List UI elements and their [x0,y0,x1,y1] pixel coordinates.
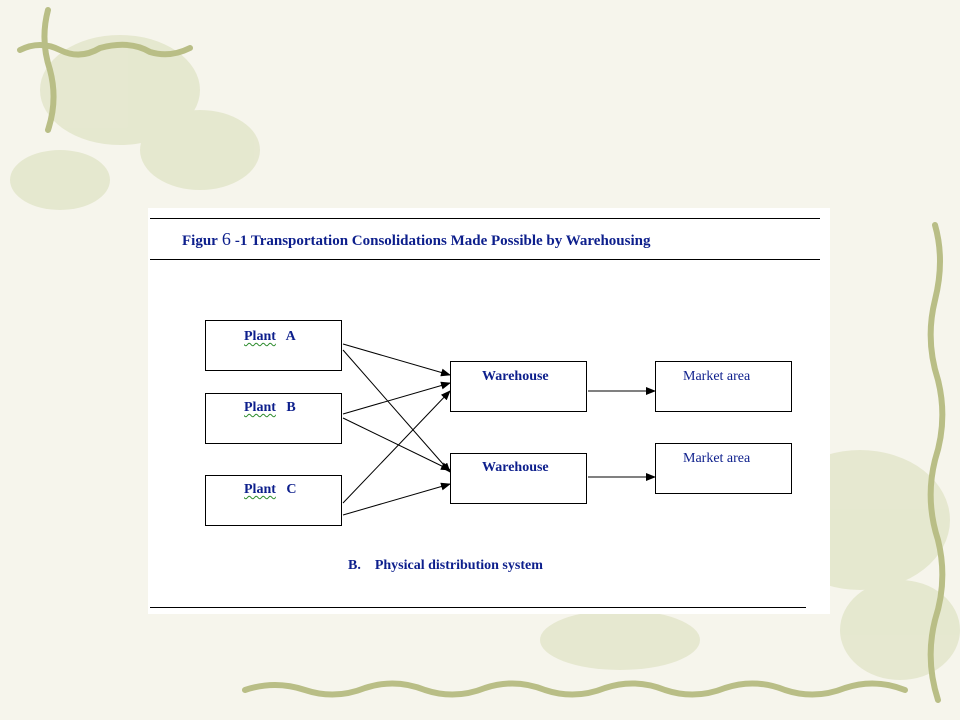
figure-title-prefix: Figur [182,233,218,249]
plant-a-letter: A [285,329,296,344]
market-top-label: Market area [683,369,751,384]
warehouse-top-label: Warehouse [482,369,549,384]
plant-b-label: Plant B [244,400,296,416]
plant-b-word: Plant [244,400,276,415]
warehouse-bottom-label: Warehouse [482,460,549,475]
plant-c-word: Plant [244,482,276,497]
warehouse-bottom-box [450,453,587,504]
plant-a-word: Plant [244,329,276,344]
plant-a-box [205,320,342,371]
plant-c-letter: C [286,482,297,497]
bottom-rule [150,607,806,608]
plant-c-box [205,475,342,526]
title-underline-rule [150,259,820,260]
caption-text: Physical distribution system [374,558,543,573]
plant-b-letter: B [286,400,296,415]
figure-title-rest: -1 Transportation Consolidations Made Po… [234,233,651,249]
warehouse-top-box [450,361,587,412]
figure-caption: B. Physical distribution system [348,558,543,574]
plant-c-label: Plant C [244,482,297,498]
caption-letter: B. [348,558,361,573]
plant-b-box [205,393,342,444]
top-rule [150,218,820,219]
market-bottom-label: Market area [683,451,751,466]
plant-a-label: Plant A [244,329,296,345]
market-top-box [655,361,792,412]
market-bottom-box [655,443,792,494]
figure-title-digit: 6 [221,229,231,249]
